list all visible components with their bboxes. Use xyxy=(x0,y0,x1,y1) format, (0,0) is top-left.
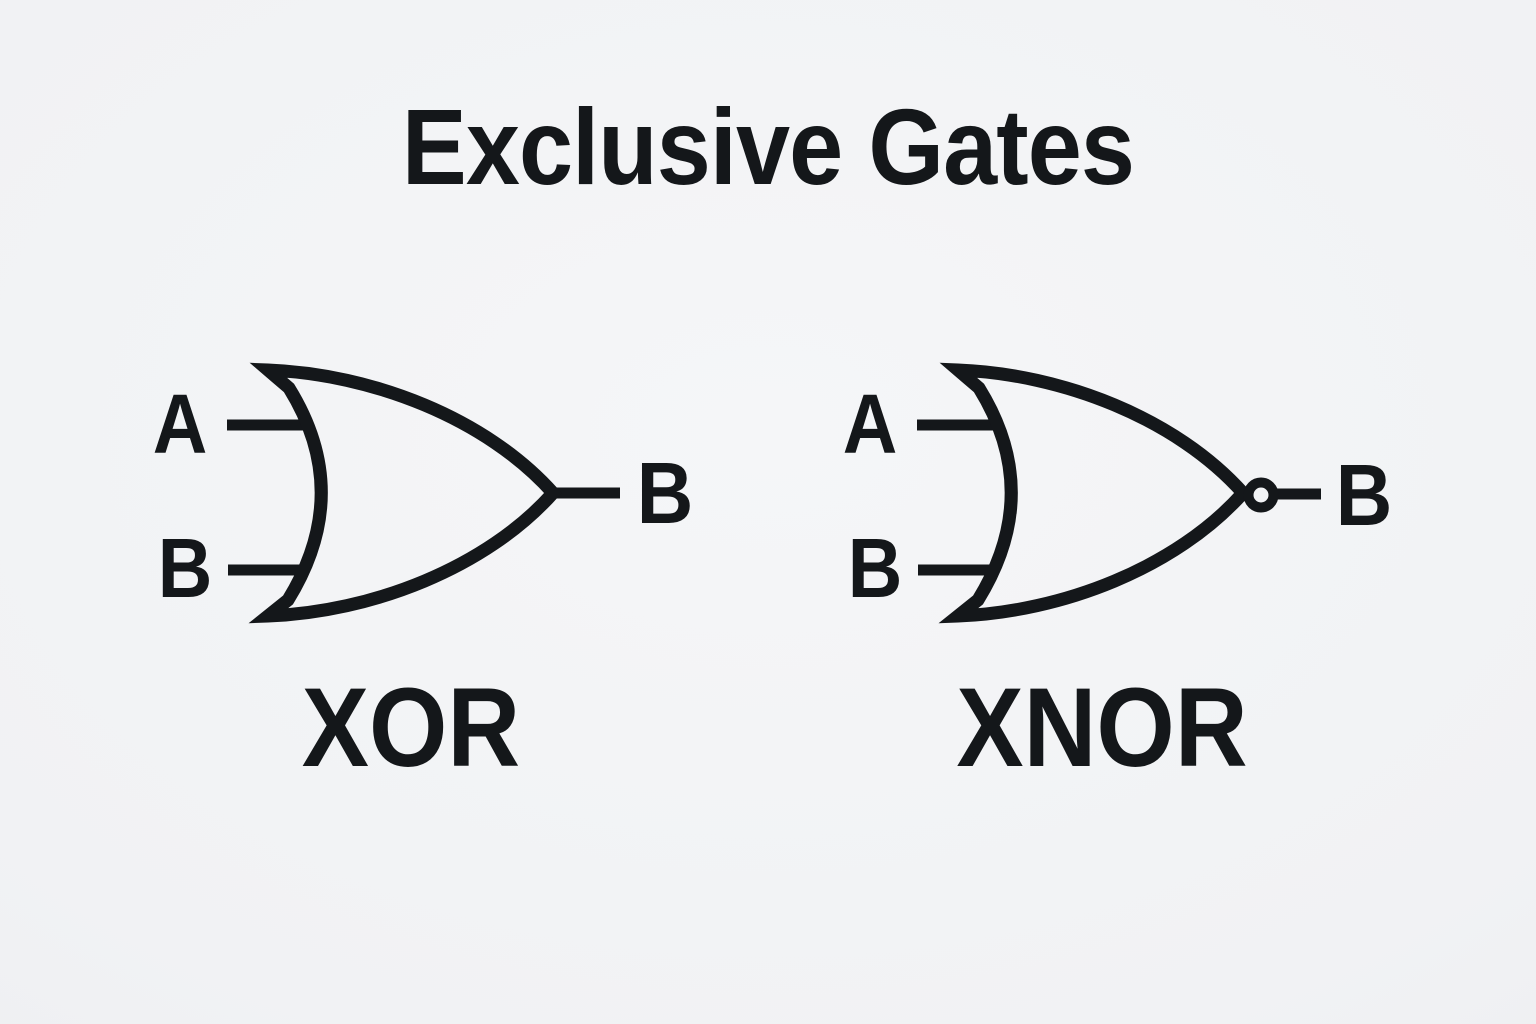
diagram-title: Exclusive Gates xyxy=(401,86,1135,207)
xnor-inversion-bubble-icon xyxy=(1243,477,1279,513)
xnor-gate-name: XNOR xyxy=(956,665,1248,790)
xor-gate-diagram: A B B xyxy=(153,362,694,624)
xnor-output-label: B xyxy=(1336,446,1393,544)
xor-gate-name: XOR xyxy=(301,665,521,790)
xor-input-b-label: B xyxy=(158,521,213,615)
xnor-gate-body xyxy=(938,362,1252,624)
xnor-input-b-label: B xyxy=(848,521,903,615)
xnor-gate-diagram: A B B xyxy=(843,362,1393,624)
xor-output-label: B xyxy=(637,444,694,542)
xor-gate-body xyxy=(248,362,562,624)
xnor-input-a-label: A xyxy=(843,377,898,471)
xor-input-a-label: A xyxy=(153,377,208,471)
